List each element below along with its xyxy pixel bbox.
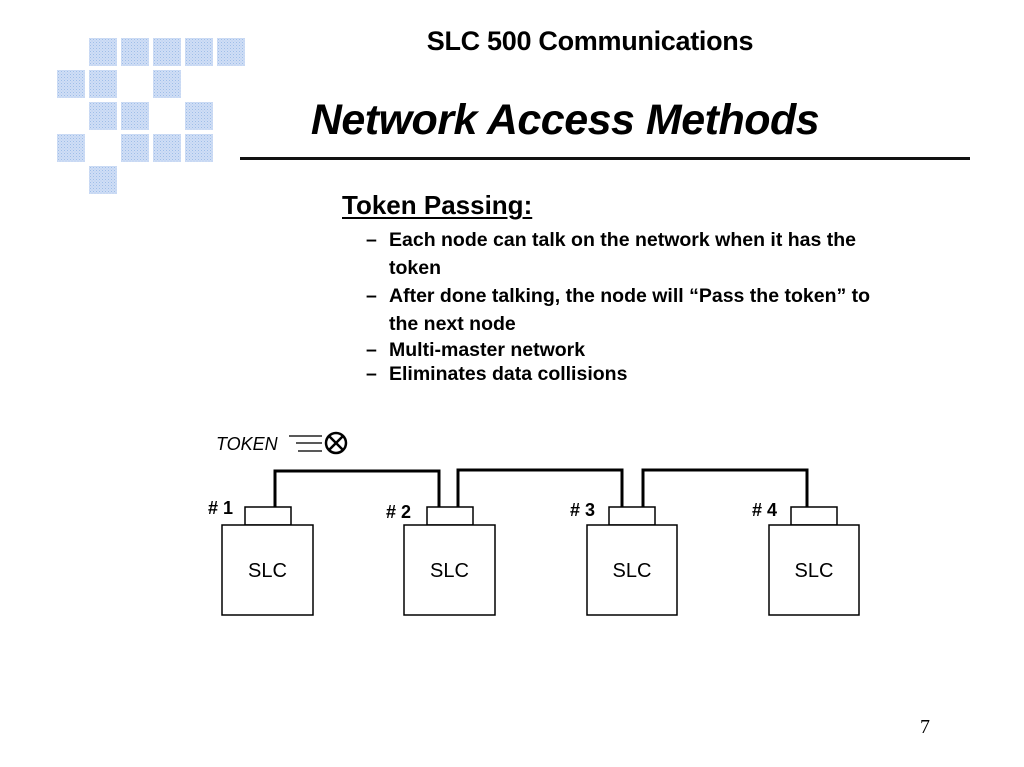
logo-square bbox=[121, 134, 149, 162]
node-connector bbox=[244, 506, 292, 526]
bullet-list: –Each node can talk on the network when … bbox=[342, 226, 902, 386]
slc-box bbox=[768, 524, 860, 616]
node-label: # 1 bbox=[208, 498, 233, 518]
cable-3-4 bbox=[641, 468, 809, 507]
logo-square bbox=[153, 70, 181, 98]
slide-subtitle: SLC 500 Communications bbox=[426, 26, 754, 56]
logo-square bbox=[185, 102, 213, 130]
logo-square bbox=[57, 134, 85, 162]
slide-title-text: Network Access Methods bbox=[310, 96, 820, 144]
slc-box bbox=[403, 524, 496, 616]
device-label: SLC bbox=[430, 560, 469, 582]
logo-square bbox=[89, 166, 117, 194]
bullet-item: –Eliminates data collisions bbox=[342, 362, 902, 386]
cable-2-3 bbox=[456, 468, 624, 507]
dotted-grid-logo bbox=[0, 0, 260, 200]
device-label: SLC bbox=[248, 560, 287, 582]
cable-1-2 bbox=[273, 469, 441, 507]
slide-title: Network Access Methods bbox=[240, 96, 970, 145]
logo-square bbox=[185, 134, 213, 162]
logo-square bbox=[185, 38, 213, 66]
logo-square bbox=[89, 38, 117, 66]
logo-square bbox=[89, 70, 117, 98]
token-indicator: TOKEN bbox=[216, 431, 348, 455]
logo-square bbox=[217, 38, 245, 66]
title-divider bbox=[240, 157, 970, 160]
bullet-text: Each node can talk on the network when i… bbox=[389, 229, 857, 279]
bullet-text: Multi-master network bbox=[389, 339, 586, 361]
logo-square bbox=[153, 134, 181, 162]
node-label: # 2 bbox=[386, 502, 411, 522]
bullet-item: –Multi-master network bbox=[342, 338, 902, 362]
network-cables bbox=[273, 468, 809, 507]
node-connector bbox=[790, 506, 838, 526]
page-number: 7 bbox=[920, 716, 930, 738]
device-label: SLC bbox=[613, 560, 652, 582]
dash-bullet-icon: – bbox=[366, 229, 377, 251]
device-label: SLC bbox=[795, 560, 834, 582]
logo-square bbox=[89, 102, 117, 130]
slc-box bbox=[586, 524, 678, 616]
node-1: # 1 SLC bbox=[208, 498, 314, 616]
logo-square bbox=[121, 102, 149, 130]
token-label: TOKEN bbox=[216, 434, 279, 454]
node-connector bbox=[426, 506, 474, 526]
logo-square bbox=[153, 38, 181, 66]
dash-bullet-icon: – bbox=[366, 363, 377, 385]
node-3: # 3 SLC bbox=[570, 500, 678, 616]
dash-bullet-icon: – bbox=[366, 339, 377, 361]
node-connector bbox=[608, 506, 656, 526]
node-label: # 3 bbox=[570, 500, 595, 520]
motion-lines-icon bbox=[289, 435, 322, 452]
bullet-text: Eliminates data collisions bbox=[389, 363, 628, 385]
circled-x-icon bbox=[324, 431, 348, 455]
slc-box bbox=[221, 524, 314, 616]
bullet-item: –After done talking, the node will “Pass… bbox=[342, 282, 902, 338]
node-4: # 4 SLC bbox=[752, 500, 860, 616]
bullet-item: –Each node can talk on the network when … bbox=[342, 226, 902, 282]
node-label: # 4 bbox=[752, 500, 777, 520]
section-heading: Token Passing: bbox=[342, 190, 533, 220]
slide-content: Token Passing: –Each node can talk on th… bbox=[342, 188, 902, 386]
node-2: # 2 SLC bbox=[386, 502, 496, 616]
logo-square bbox=[57, 70, 85, 98]
bullet-text: After done talking, the node will “Pass … bbox=[389, 285, 871, 335]
logo-square bbox=[121, 38, 149, 66]
dash-bullet-icon: – bbox=[366, 285, 377, 307]
